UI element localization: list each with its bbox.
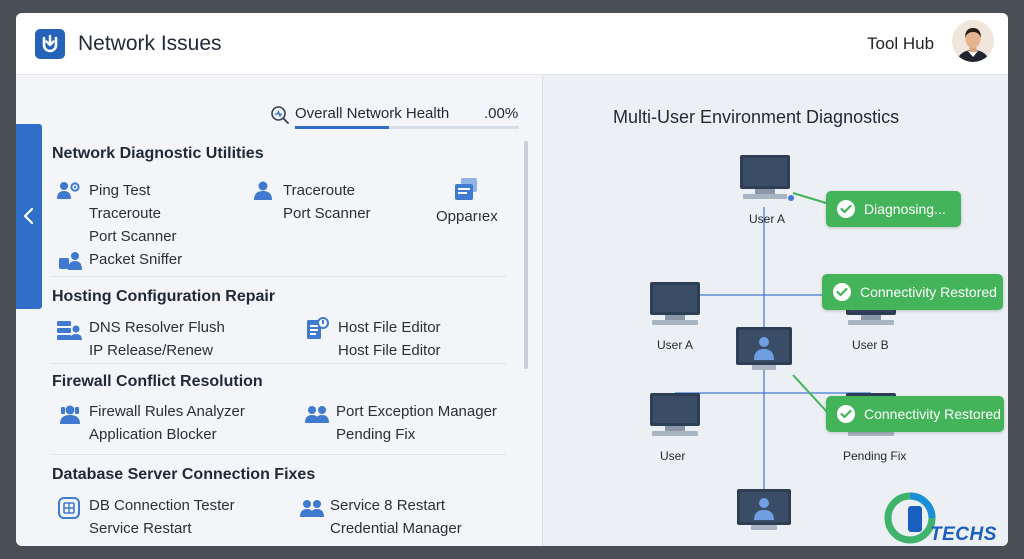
tool-db-connection-tester[interactable]: DB Connection Tester [89,497,235,514]
section-title-hosting-configuration-repair: Hosting Configuration Repair [52,288,276,305]
tool-application-blocker[interactable]: Application Blocker [89,426,217,443]
section-divider [52,454,506,455]
node-label-pending-fix: Pending Fix [843,449,907,463]
node-center-user-monitor-icon [736,327,792,370]
firewall-user-icon [60,405,80,424]
node-label-user: User [660,449,686,463]
node-user-a-monitor-icon [650,282,700,325]
opparex-app-icon [455,178,477,200]
badge-pointer [792,192,827,204]
tool-dns-resolver-flush[interactable]: DNS Resolver Flush [89,319,225,336]
host-file-icon [307,317,329,339]
check-circle-icon [837,200,855,218]
app-window: Network Issues Tool Hub Overall Network … [16,13,1008,546]
network-diagram [650,155,896,530]
tool-pending-fix[interactable]: Pending Fix [336,426,416,443]
node-label-user-a-top: User A [749,212,786,226]
traceroute-user-icon [254,181,272,200]
health-label: Overall Network Health [295,105,450,122]
chevron-left-icon [23,207,34,225]
diagnostics-title: Multi-User Environment Diagnostics [613,107,900,127]
tool-port-exception-manager[interactable]: Port Exception Manager [336,403,497,420]
section-divider [52,276,506,277]
port-exception-users-icon [305,406,329,423]
brand-logo-icon [884,492,936,544]
health-value: .00% [484,105,519,122]
tool-port-scanner-2[interactable]: Port Scanner [283,205,371,222]
tool-ip-release-renew[interactable]: IP Release/Renew [89,342,213,359]
health-progress-fill [295,126,390,129]
section-title-network-diagnostic-utilities: Network Diagnostic Utilities [52,145,264,162]
header: Network Issues Tool Hub [16,13,1008,75]
node-bottom-user-monitor-icon [737,489,791,530]
page-title: Network Issues [78,32,222,55]
tool-service-8-restart[interactable]: Service 8 Restart [330,497,446,514]
tool-host-file-editor[interactable]: Host File Editor [338,319,441,336]
diagnostics-panel: Multi-User Environment Diagnostics [543,75,1008,546]
dns-server-icon [57,321,82,340]
badge-pointer [792,374,829,414]
node-label-user-b: User B [852,338,889,352]
badge-text: Diagnosing... [864,201,946,217]
tool-ping-test[interactable]: Ping Test [89,182,151,199]
node-user-monitor-icon [650,393,700,436]
tool-host-file-editor-2[interactable]: Host File Editor [338,342,441,359]
tool-port-scanner[interactable]: Port Scanner [89,228,177,245]
user-avatar[interactable] [952,20,994,62]
health-progress-track [295,126,519,129]
node-user-a-top-monitor-icon [740,155,794,201]
ping-test-icon [57,182,80,199]
status-badge-diagnosing: Diagnosing... [826,191,961,227]
check-circle-icon [833,283,851,301]
tool-traceroute-2[interactable]: Traceroute [283,182,355,199]
check-circle-icon [837,405,855,423]
section-divider [52,363,506,364]
brand-logo-text: TECHS [930,524,997,545]
status-badge-connectivity-restored: Connectivity Restored [822,274,1003,310]
service-restart-users-icon [300,500,324,517]
section-title-firewall-conflict-resolution: Firewall Conflict Resolution [52,373,263,390]
app-logo-icon[interactable] [35,29,65,59]
badge-text: Connectivity Restored [864,406,1001,422]
panel-scrollbar[interactable] [524,141,528,369]
status-badge-connectivity-restored-2: Connectivity Restored [826,396,1004,432]
tool-firewall-rules-analyzer[interactable]: Firewall Rules Analyzer [89,403,245,420]
db-connection-icon [58,497,80,519]
tool-credential-manager[interactable]: Credential Manager [330,520,462,537]
tool-packet-sniffer[interactable]: Packet Sniffer [89,251,183,268]
packet-sniffer-icon [59,252,82,270]
tool-hub-link[interactable]: Tool Hub [867,34,935,53]
tool-service-restart[interactable]: Service Restart [89,520,192,537]
node-label-user-a: User A [657,338,694,352]
section-title-database-server-connection-fixes: Database Server Connection Fixes [52,466,316,483]
health-search-icon [271,106,289,124]
sidebar-collapse-button[interactable] [16,124,42,309]
tool-traceroute[interactable]: Traceroute [89,205,161,222]
tool-opparex[interactable]: Opparıex [436,208,498,225]
tools-panel: Overall Network Health .00% Network Diag… [16,75,542,546]
badge-text: Connectivity Restored [860,284,997,300]
panel-divider [542,75,543,546]
